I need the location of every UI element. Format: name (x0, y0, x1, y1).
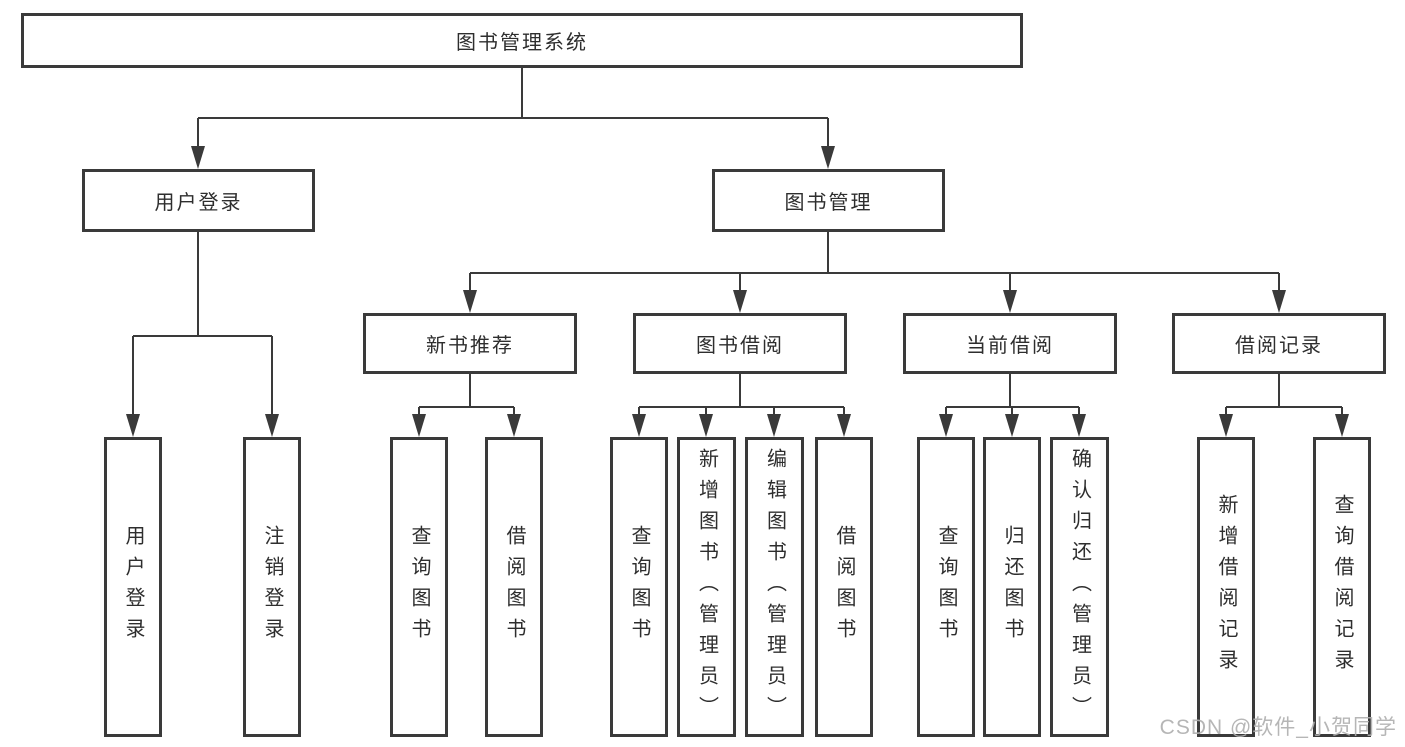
connector-hline (133, 334, 272, 338)
node-label: 查询图书 (935, 525, 957, 649)
connector-vline (1277, 273, 1281, 291)
leaf-user-login: 用户登录 (104, 437, 162, 737)
arrow-down-icon (699, 414, 713, 437)
connector-vline (826, 118, 830, 146)
node-book-management: 图书管理 (712, 169, 945, 232)
node-label: 注销登录 (261, 525, 283, 649)
node-current-borrowing: 当前借阅 (903, 313, 1117, 374)
leaf-logout: 注销登录 (243, 437, 301, 737)
connector-hline (1226, 405, 1342, 409)
node-label: 确认归还（管理员） (1068, 447, 1091, 727)
node-label: 当前借阅 (966, 335, 1054, 357)
csdn-watermark: CSDN @软件_小贺同学 (1159, 716, 1397, 739)
node-label: 用户登录 (122, 525, 144, 649)
connector-vline (1340, 407, 1344, 415)
node-label: 查询借阅记录 (1331, 494, 1353, 680)
arrow-down-icon (1219, 414, 1233, 437)
leaf-confirm-return-admin: 确认归还（管理员） (1050, 437, 1109, 737)
arrow-down-icon (939, 414, 953, 437)
arrow-down-icon (126, 414, 140, 437)
node-borrowing-records: 借阅记录 (1172, 313, 1386, 374)
node-label: 借阅图书 (833, 525, 855, 649)
connector-hline (198, 116, 828, 120)
node-label: 图书管理 (784, 192, 873, 214)
arrow-down-icon (463, 290, 477, 313)
node-label: 图书借阅 (696, 335, 784, 357)
connector-hline (639, 405, 844, 409)
node-label: 查询图书 (408, 525, 430, 649)
arrow-down-icon (1003, 290, 1017, 313)
connector-vline (1224, 407, 1228, 415)
connector-vline (944, 407, 948, 415)
connector-vline (1008, 273, 1012, 291)
arrow-down-icon (507, 414, 521, 437)
leaf-return-book: 归还图书 (983, 437, 1041, 737)
node-new-book-recommendation: 新书推荐 (363, 313, 577, 374)
arrow-down-icon (191, 146, 205, 169)
arrow-down-icon (767, 414, 781, 437)
connector-vline (468, 273, 472, 291)
arrow-down-icon (1072, 414, 1086, 437)
node-label: 新书推荐 (426, 335, 514, 357)
connector-hline (419, 405, 514, 409)
node-library-management-system: 图书管理系统 (21, 13, 1023, 68)
leaf-query-books-recommend: 查询图书 (390, 437, 448, 737)
connector-vline (1077, 407, 1081, 415)
arrow-down-icon (837, 414, 851, 437)
connector-vline (270, 336, 274, 414)
node-label: 新增借阅记录 (1215, 494, 1237, 680)
arrow-down-icon (632, 414, 646, 437)
node-label: 编辑图书（管理员） (763, 447, 786, 727)
leaf-query-borrow-record: 查询借阅记录 (1313, 437, 1371, 737)
connector-vline (637, 407, 641, 415)
connector-vline (1008, 374, 1012, 407)
connector-vline (131, 336, 135, 414)
arrow-down-icon (733, 290, 747, 313)
arrow-down-icon (1272, 290, 1286, 313)
leaf-borrow-books-borrowing: 借阅图书 (815, 437, 873, 737)
connector-vline (772, 407, 776, 415)
connector-vline (1010, 407, 1014, 415)
connector-vline (704, 407, 708, 415)
node-user-login: 用户登录 (82, 169, 315, 232)
node-label: 图书管理系统 (456, 32, 588, 54)
arrow-down-icon (265, 414, 279, 437)
node-label: 归还图书 (1001, 525, 1023, 649)
leaf-add-book-admin: 新增图书（管理员） (677, 437, 736, 737)
node-book-borrowing: 图书借阅 (633, 313, 847, 374)
connector-vline (196, 118, 200, 146)
connector-vline (738, 273, 742, 291)
leaf-borrow-books-recommend: 借阅图书 (485, 437, 543, 737)
connector-vline (1277, 374, 1281, 407)
leaf-query-books-borrowing: 查询图书 (610, 437, 668, 737)
connector-vline (468, 374, 472, 407)
arrow-down-icon (821, 146, 835, 169)
connector-vline (196, 232, 200, 336)
connector-vline (738, 374, 742, 407)
arrow-down-icon (412, 414, 426, 437)
connector-vline (417, 407, 421, 415)
connector-vline (520, 68, 524, 118)
connector-hline (470, 271, 1279, 275)
leaf-add-borrow-record: 新增借阅记录 (1197, 437, 1255, 737)
connector-vline (842, 407, 846, 415)
leaf-edit-book-admin: 编辑图书（管理员） (745, 437, 804, 737)
arrow-down-icon (1335, 414, 1349, 437)
connector-vline (512, 407, 516, 415)
arrow-down-icon (1005, 414, 1019, 437)
node-label: 新增图书（管理员） (695, 447, 718, 727)
node-label: 借阅记录 (1235, 335, 1323, 357)
connector-vline (826, 232, 830, 273)
node-label: 借阅图书 (503, 525, 525, 649)
leaf-query-books-current: 查询图书 (917, 437, 975, 737)
node-label: 查询图书 (628, 525, 650, 649)
node-label: 用户登录 (154, 192, 243, 214)
